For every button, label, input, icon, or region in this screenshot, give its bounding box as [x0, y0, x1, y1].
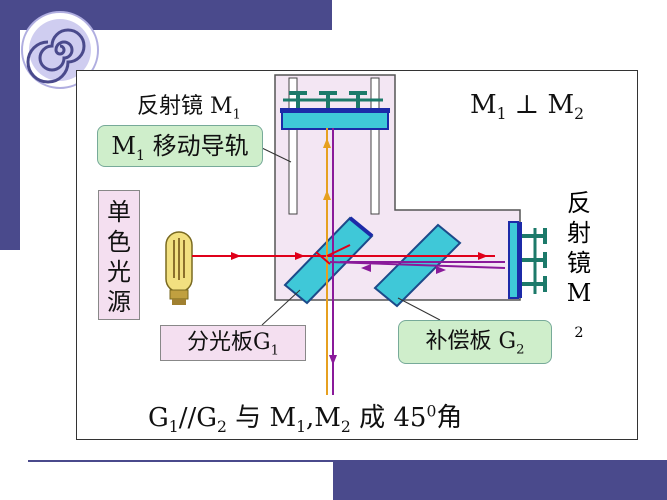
light-source-label-box: 单 色 光 源	[98, 190, 140, 320]
decorative-left-bar	[0, 0, 20, 250]
perpendicular-relation: M1 ⊥ M2	[470, 90, 585, 124]
light-beams	[192, 128, 506, 395]
mirror-m1-label: 反射镜 M1	[137, 94, 241, 123]
angle-formula: G1//G2 与 M1,M2 成 450角	[148, 402, 463, 437]
light-bulb-icon	[165, 231, 193, 305]
mirror-m2	[508, 221, 547, 299]
leader-g1	[261, 289, 301, 326]
mirror-m1	[280, 91, 390, 130]
leader-rail	[261, 147, 292, 163]
rail-label-box: M1 移动导轨	[97, 125, 263, 167]
beam-arrows	[231, 138, 488, 365]
decorative-bottom-line	[28, 460, 667, 462]
leader-g2	[397, 297, 441, 321]
rail-left	[288, 77, 298, 215]
compensator-label-box: 补偿板 G2	[398, 320, 552, 364]
splitter-label-box: 分光板G1	[160, 325, 306, 361]
spiral-logo-icon	[21, 11, 99, 89]
rail-right	[370, 77, 380, 215]
decorative-bottom-bar	[333, 462, 667, 500]
beam-splitter-g1	[283, 216, 374, 305]
